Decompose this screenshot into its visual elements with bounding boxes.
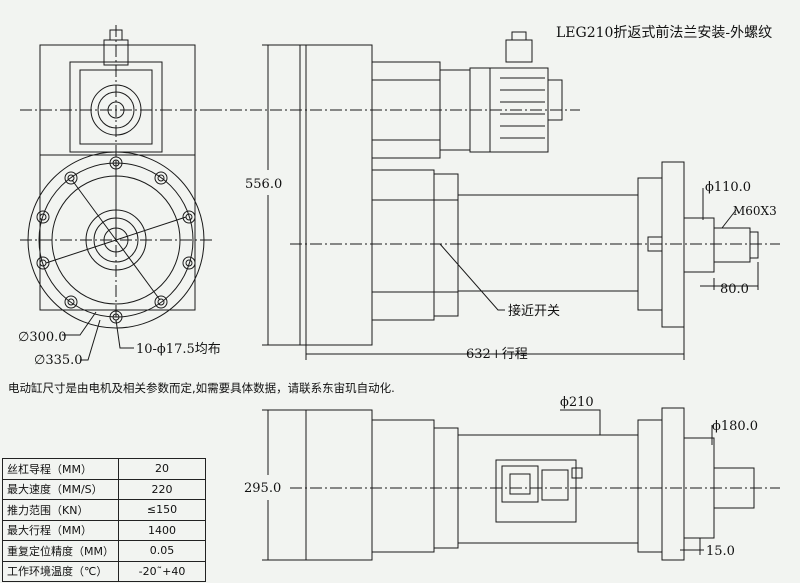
dimension-length-80: 80.0 bbox=[720, 282, 749, 297]
dimension-thread: M60X3 bbox=[733, 204, 777, 218]
spec-label: 最大行程（MM） bbox=[2, 519, 119, 541]
spec-value: 1400 bbox=[118, 519, 206, 541]
dimension-dia-335: ∅335.0 bbox=[34, 353, 83, 368]
side-view bbox=[210, 31, 780, 360]
spec-label: 最大速度（MM/S） bbox=[2, 478, 119, 500]
dimension-length-15: 15.0 bbox=[706, 544, 735, 559]
spec-value: 220 bbox=[118, 478, 206, 500]
dimension-dia-110: ϕ110.0 bbox=[705, 180, 751, 195]
spec-label: 工作环境温度（℃） bbox=[2, 560, 119, 582]
proximity-switch-label: 接近开关 bbox=[508, 303, 560, 319]
spec-value: 20 bbox=[118, 458, 206, 480]
dimension-height-556: 556.0 bbox=[245, 177, 282, 192]
spec-value: 0.05 bbox=[118, 540, 206, 562]
dimension-stroke: 632+行程 bbox=[466, 347, 528, 362]
bolt-holes bbox=[36, 156, 196, 324]
drawing-title: LEG210折返式前法兰安装-外螺纹 bbox=[556, 24, 772, 41]
top-view bbox=[262, 407, 780, 561]
dimension-height-295: 295.0 bbox=[244, 481, 281, 496]
dimension-dia-300: ∅300.0 bbox=[18, 330, 67, 345]
spec-value: -20˜+40 bbox=[118, 560, 206, 582]
spec-row: 工作环境温度（℃）-20˜+40 bbox=[2, 560, 206, 582]
spec-label: 重复定位精度（MM） bbox=[2, 540, 119, 562]
spec-row: 丝杠导程（MM）20 bbox=[2, 458, 206, 480]
dimension-dia-210: ϕ210 bbox=[560, 395, 594, 410]
spec-label: 推力范围（KN） bbox=[2, 499, 119, 521]
drawing-note: 电动缸尺寸是由电机及相关参数而定,如需要具体数据，请联系东宙玑自动化. bbox=[8, 381, 395, 395]
spec-row: 推力范围（KN）≤150 bbox=[2, 499, 206, 521]
spec-row: 最大行程（MM）1400 bbox=[2, 519, 206, 541]
spec-label: 丝杠导程（MM） bbox=[2, 458, 119, 480]
dimension-dia-180: ϕ180.0 bbox=[712, 419, 758, 434]
front-view bbox=[20, 25, 215, 361]
spec-row: 最大速度（MM/S）220 bbox=[2, 478, 206, 500]
spec-row: 重复定位精度（MM）0.05 bbox=[2, 540, 206, 562]
spec-value: ≤150 bbox=[118, 499, 206, 521]
dimension-bolt-holes: 10-ϕ17.5均布 bbox=[136, 342, 221, 357]
